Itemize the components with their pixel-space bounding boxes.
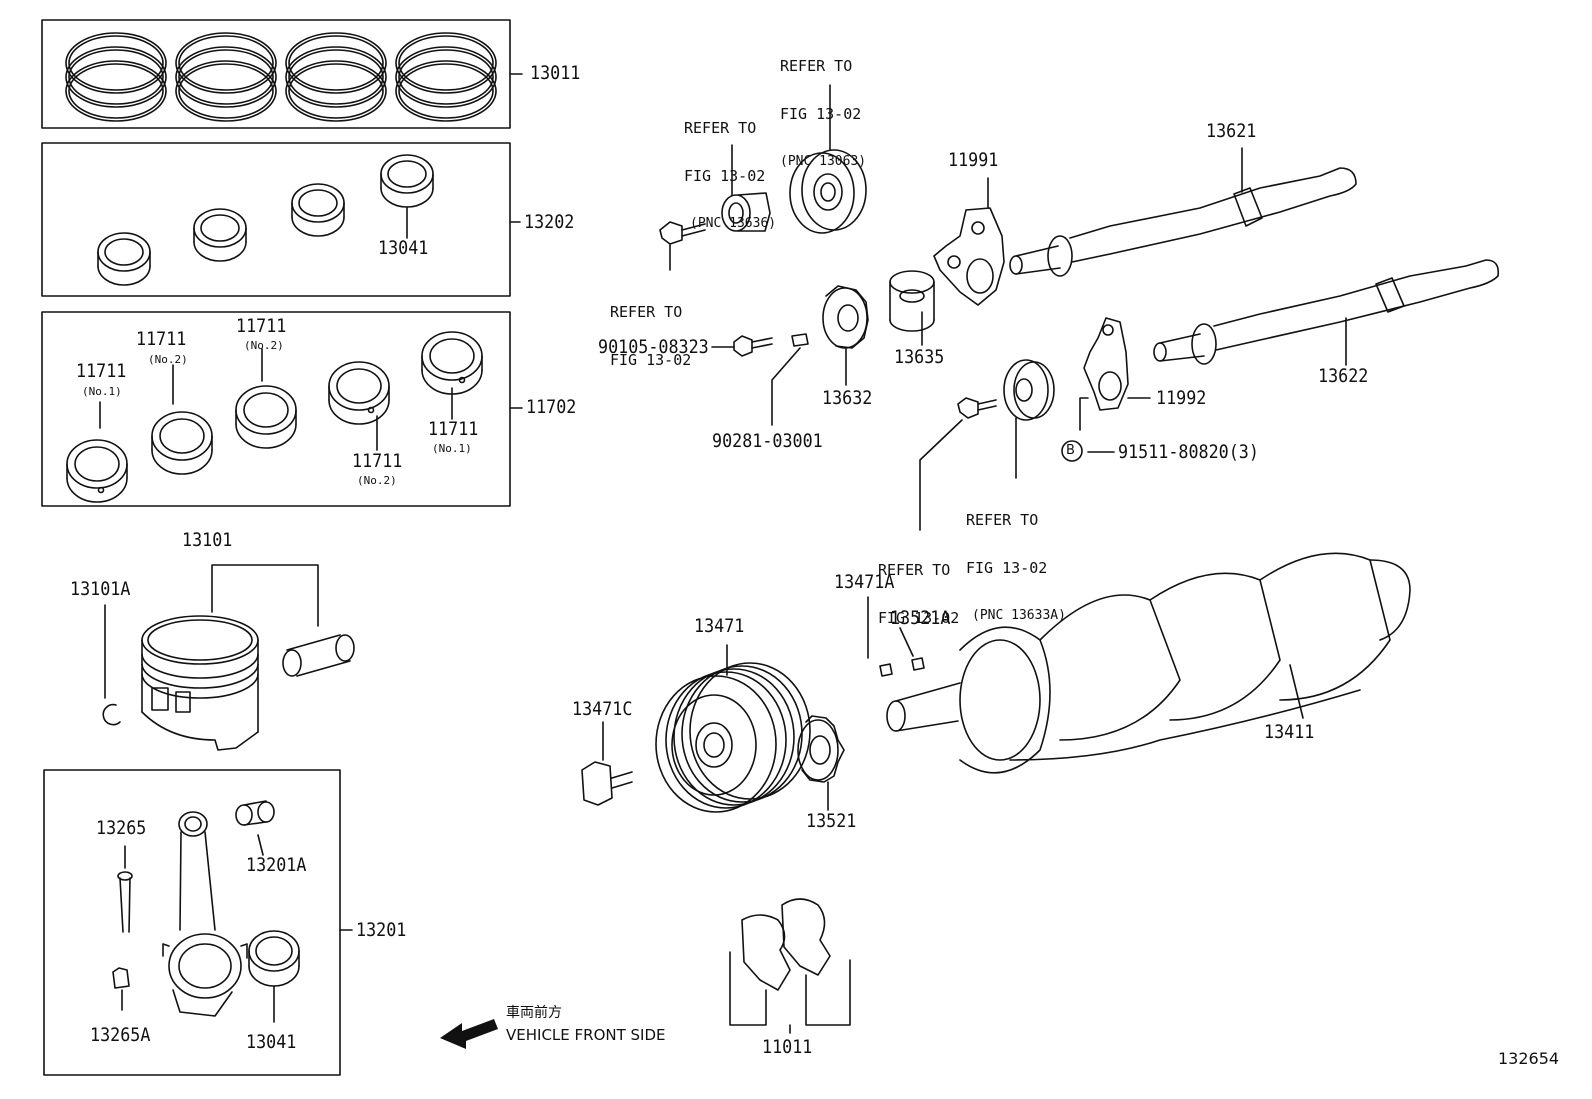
crankshaft (886, 552, 1411, 774)
label-90105: 90105-08323 (598, 336, 709, 358)
label-13471: 13471 (694, 615, 745, 637)
label-11992: 11992 (1156, 387, 1207, 409)
refer-line1: REFER TO (780, 57, 853, 75)
refer-note-13063: REFER TO FIG 13-02 (PNC 13063) (780, 26, 866, 186)
rod-bolt (117, 871, 133, 933)
rod-bearing (248, 930, 300, 1023)
label-11011: 11011 (762, 1036, 813, 1058)
circled-b-icon (1061, 440, 1083, 462)
label-11711-a: 11711 (76, 360, 127, 382)
label-11711-e: 11711 (428, 418, 479, 440)
figure-number: 132654 (1498, 1049, 1560, 1068)
note-11711-a: (No.1) (82, 385, 122, 398)
conrod-bearing-kit-box (41, 142, 511, 297)
label-13521: 13521 (806, 810, 857, 832)
refer-line2: FIG 13-02 (610, 351, 692, 369)
label-13635: 13635 (894, 346, 945, 368)
refer-line3: (PNC 13633A) (972, 608, 1066, 623)
label-13622: 13622 (1318, 365, 1369, 387)
circled-b-letter: B (1066, 443, 1075, 458)
arrow-left-icon (440, 1019, 498, 1049)
refer-line1: REFER TO (684, 119, 757, 137)
thrust-washers (729, 898, 851, 1034)
crank-timing-sprocket (797, 715, 845, 783)
snap-ring (102, 703, 121, 726)
cam-bolt-2 (957, 397, 997, 419)
label-13101A: 13101A (70, 578, 131, 600)
conrod-assy-box (43, 769, 341, 1076)
refer-line1: REFER TO (610, 303, 683, 321)
cam-bushing-13635 (889, 270, 935, 332)
cam-timing-gear (789, 149, 867, 234)
pulley-bolt (581, 761, 633, 806)
camshaft-13621 (1009, 167, 1357, 277)
label-13041-bot: 13041 (246, 1031, 297, 1053)
piston-pin (282, 634, 355, 677)
refer-line2: FIG 13-02 (878, 609, 960, 627)
cam-plate-11991 (933, 207, 1005, 306)
label-13521A: 13521A (890, 607, 951, 629)
note-11711-d: (No.2) (357, 474, 397, 487)
refer-note-13633A: REFER TO FIG 13-02 (PNC 13633A) (966, 480, 1066, 640)
note-11711-e: (No.1) (432, 442, 472, 455)
rod-nut (112, 967, 130, 989)
refer-note-bolt: REFER TO FIG 13-02 (610, 272, 691, 384)
label-13265A: 13265A (90, 1024, 151, 1046)
piston (141, 615, 259, 751)
crank-key-pins (879, 657, 925, 677)
cam-bushing (721, 192, 771, 232)
refer-note-13636: REFER TO FIG 13-02 (PNC 13636) (684, 88, 776, 248)
label-13471A: 13471A (834, 571, 895, 593)
small-end-bushing (235, 800, 275, 826)
label-conrod-assy: 13201 (356, 919, 407, 941)
main-bearing-shells (66, 331, 483, 503)
note-11711-c: (No.2) (244, 339, 284, 352)
label-conrod-bearing-set: 13202 (524, 211, 575, 233)
label-piston-rings: 13011 (530, 62, 581, 84)
label-13621: 13621 (1206, 120, 1257, 142)
label-11711-c: 11711 (236, 315, 287, 337)
conrod-bearing-shells (97, 154, 434, 286)
refer-line3: (PNC 13636) (690, 216, 777, 231)
label-11711-b: 11711 (136, 328, 187, 350)
refer-line2: FIG 13-02 (684, 167, 766, 185)
label-13101: 13101 (182, 529, 233, 551)
connecting-rod (162, 811, 248, 1017)
label-13632: 13632 (822, 387, 873, 409)
label-main-bearing-set: 11702 (526, 396, 577, 418)
label-13411: 13411 (1264, 721, 1315, 743)
refer-line2: FIG 13-02 (966, 559, 1048, 577)
refer-line2: FIG 13-02 (780, 105, 862, 123)
crankshaft-pulley (655, 662, 811, 813)
label-91511: 91511-80820(3) (1118, 441, 1259, 463)
label-11991: 11991 (948, 149, 999, 171)
camshaft-13622 (1153, 259, 1500, 365)
bolt-90105 (733, 335, 773, 357)
cam-bolt (659, 221, 706, 245)
label-13265: 13265 (96, 817, 147, 839)
refer-line1: REFER TO (966, 511, 1039, 529)
label-13471C: 13471C (572, 698, 633, 720)
refer-note-bolt-2: REFER TO FIG 13-02 (878, 530, 959, 642)
label-11711-d: 11711 (352, 450, 403, 472)
cam-gear-13633 (1003, 359, 1055, 421)
label-13201A: 13201A (246, 854, 307, 876)
label-13041-top: 13041 (378, 237, 429, 259)
piston-ring-set (65, 32, 497, 122)
label-90281: 90281-03001 (712, 430, 823, 452)
pin-90281 (791, 333, 809, 347)
note-11711-b: (No.2) (148, 353, 188, 366)
refer-line3: (PNC 13063) (780, 154, 867, 169)
refer-line1: REFER TO (878, 561, 951, 579)
cam-sprocket-13632 (822, 285, 869, 349)
direction-jp: 車両前方 (506, 1005, 562, 1021)
cam-plate-11992 (1083, 317, 1129, 411)
direction-en: VEHICLE FRONT SIDE (506, 1026, 666, 1044)
main-bearing-kit-box (41, 311, 511, 507)
